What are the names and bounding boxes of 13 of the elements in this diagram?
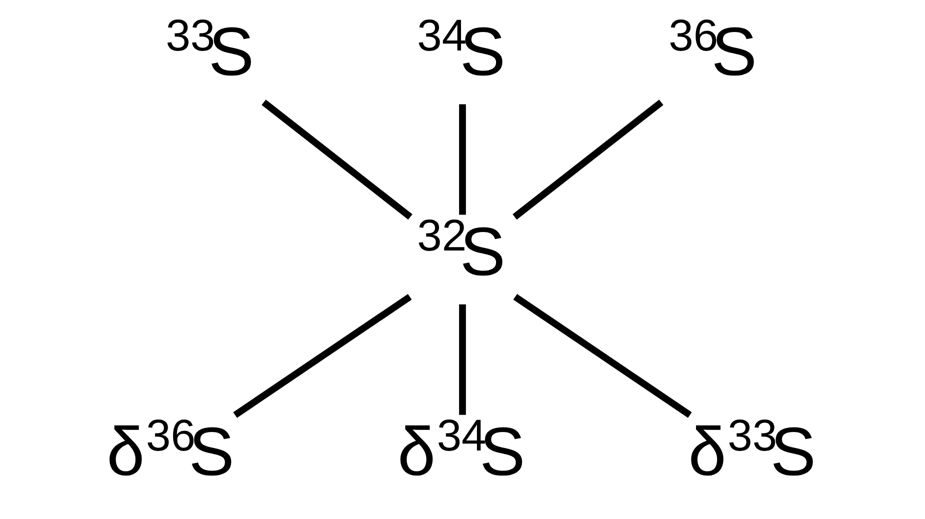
connector <box>233 294 412 418</box>
connector <box>512 100 664 220</box>
node-text: δ$^{34}$S <box>397 412 526 490</box>
node-text: $^{36}$S <box>668 11 758 90</box>
node-text: $^{33}$S <box>166 11 254 90</box>
node-text: $^{34}$S <box>417 11 506 90</box>
node-text: δ$^{33}$S <box>688 412 816 490</box>
connector <box>262 100 412 220</box>
node-text: $^{32}$S <box>417 211 506 290</box>
connector <box>459 104 466 215</box>
connector <box>513 294 692 418</box>
connector <box>459 304 466 415</box>
node-text: δ$^{36}$S <box>106 412 234 490</box>
